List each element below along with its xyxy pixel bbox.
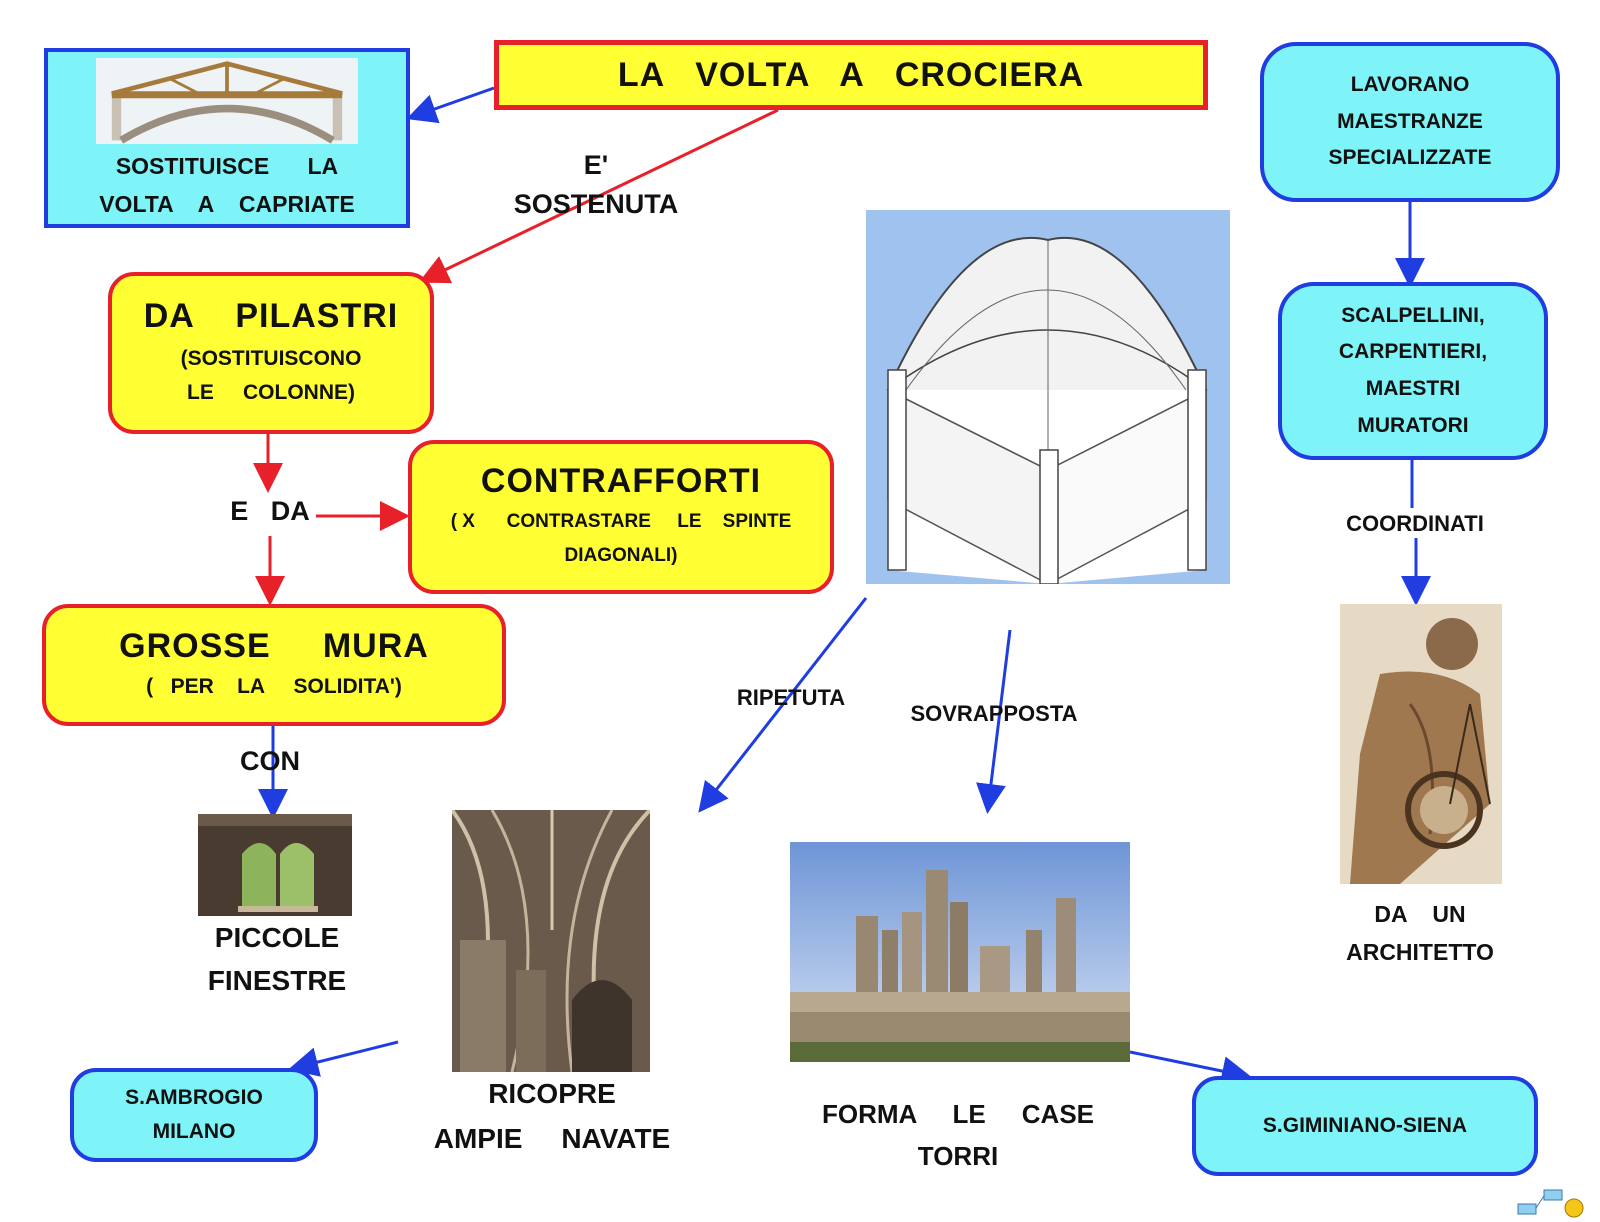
architetto-text: DA UN ARCHITETTO xyxy=(1346,901,1494,965)
scalpellini-text: SCALPELLINI, CARPENTIERI, MAESTRI MURATO… xyxy=(1338,303,1488,437)
label-ripetuta: RIPETUTA xyxy=(736,685,846,710)
giminiano-box: S.GIMINIANO-SIENA xyxy=(1192,1076,1538,1176)
capriate-text: SOSTITUISCE LA VOLTA A CAPRIATE xyxy=(99,153,355,218)
arrow-title-to-capriate xyxy=(406,86,495,124)
arrow-torri-to-giminiano xyxy=(1129,1050,1252,1086)
finestre-text: PICCOLE FINESTRE xyxy=(207,922,347,997)
label-coordinati: COORDINATI xyxy=(1346,511,1484,536)
contrafforti-title: CONTRAFFORTI xyxy=(480,462,762,501)
towers-picture xyxy=(790,842,1130,1062)
contrafforti-sub: ( X CONTRASTARE LE SPINTE DIAGONALI) xyxy=(450,511,792,566)
ambrogio-box: S.AMBROGIO MILANO xyxy=(70,1068,318,1162)
contrafforti-box: CONTRAFFORTI ( X CONTRASTARE LE SPINTE D… xyxy=(408,440,834,594)
title-text: LA VOLTA A CROCIERA xyxy=(617,55,1085,94)
navate-text: RICOPRE AMPIE NAVATE xyxy=(433,1078,671,1154)
pilastri-box: DA PILASTRI (SOSTITUISCONO LE COLONNE) xyxy=(108,272,434,434)
maestranze-box: LAVORANO MAESTRANZE SPECIALIZZATE xyxy=(1260,42,1560,202)
mura-box: GROSSE MURA ( PER LA SOLIDITA') xyxy=(42,604,506,726)
label-e-sostenuta: E' SOSTENUTA xyxy=(513,150,679,220)
truss-roof-picture xyxy=(96,58,358,145)
nave-picture xyxy=(452,810,650,1072)
small-window-picture xyxy=(198,814,352,916)
label-sovrapposta: SOVRAPPOSTA xyxy=(910,701,1078,726)
mura-sub: ( PER LA SOLIDITA') xyxy=(146,674,402,698)
arrow-volta-to-torri xyxy=(976,629,1012,814)
mura-title: GROSSE MURA xyxy=(119,626,429,665)
arrow-title-to-pilastri xyxy=(418,108,779,284)
title-box: LA VOLTA A CROCIERA xyxy=(494,40,1208,110)
corner-logo xyxy=(1514,1186,1586,1218)
label-con: CON xyxy=(240,746,300,776)
giminiano-text: S.GIMINIANO-SIENA xyxy=(1262,1114,1468,1138)
maestranze-text: LAVORANO MAESTRANZE SPECIALIZZATE xyxy=(1328,72,1492,170)
arrow-volta-to-navate xyxy=(698,597,868,813)
scalpellini-box: SCALPELLINI, CARPENTIERI, MAESTRI MURATO… xyxy=(1278,282,1548,460)
label-e-da: E DA xyxy=(230,496,310,526)
pilastri-sub: (SOSTITUISCONO LE COLONNE) xyxy=(180,346,362,404)
architect-picture xyxy=(1340,604,1502,884)
arrow-navate-to-ambrogio xyxy=(288,1040,399,1077)
pilastri-title: DA PILASTRI xyxy=(143,296,399,335)
ambrogio-text: S.AMBROGIO MILANO xyxy=(125,1086,263,1143)
torri-text: FORMA LE CASE TORRI xyxy=(821,1099,1095,1171)
cross-vault-picture xyxy=(866,210,1230,584)
capriate-box: SOSTITUISCE LA VOLTA A CAPRIATE xyxy=(44,48,410,228)
